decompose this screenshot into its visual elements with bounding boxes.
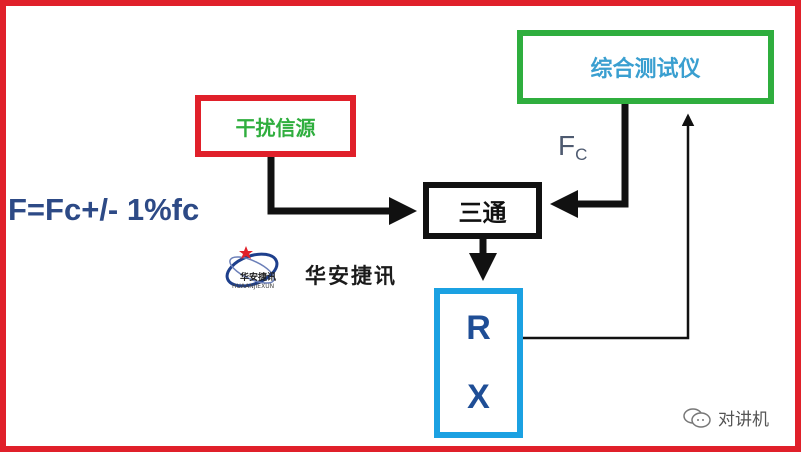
arrow-rx-to-tester: [523, 113, 695, 340]
fc-label-main: F: [558, 130, 576, 161]
chat-bubbles-icon: [683, 407, 711, 428]
logo-pinyin: HUAANJIEXUN: [232, 283, 275, 290]
company-logo-emblem: [225, 246, 279, 288]
tester-label: 综合测试仪: [590, 57, 701, 82]
rx-box: R X: [434, 288, 523, 438]
fc-label-sub: C: [575, 145, 588, 164]
rx-label-r: R: [466, 309, 491, 347]
arrow-interference-to-tee: [267, 157, 417, 225]
frequency-formula: F=Fc+/- 1%fc: [8, 192, 200, 227]
interference-source-box: 干扰信源: [195, 95, 356, 157]
rx-label-x: X: [467, 378, 490, 416]
watermark: 对讲机: [682, 405, 769, 430]
tee-label: 三通: [458, 199, 507, 227]
logo-company-name: 华安捷讯: [305, 264, 397, 288]
logo-small-text: 华安捷讯: [240, 273, 277, 283]
tester-box: 综合测试仪: [517, 30, 774, 104]
tee-box: 三通: [423, 182, 542, 239]
fc-label: FC: [558, 130, 587, 165]
watermark-text: 对讲机: [718, 410, 769, 430]
interference-source-label: 干扰信源: [235, 115, 316, 140]
arrow-tester-to-tee: [550, 104, 629, 218]
